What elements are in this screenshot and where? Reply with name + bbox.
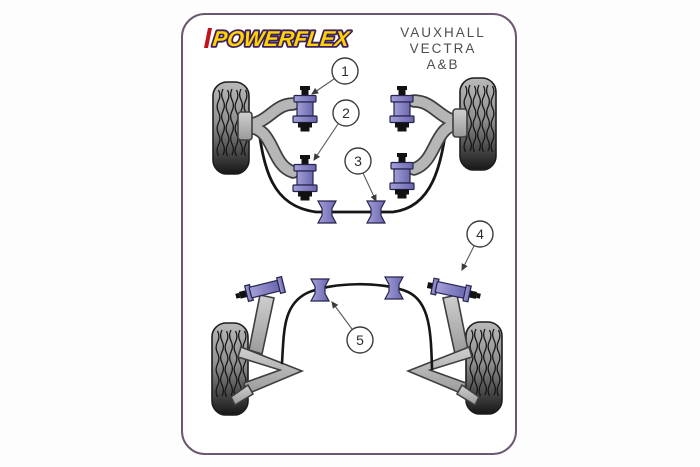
logo-red-accent [204, 28, 212, 48]
vehicle-line-1: VAUXHALL [400, 25, 486, 40]
rear-left-strut [248, 294, 275, 356]
callout-2-number: 2 [342, 105, 350, 121]
rear-left-bracket [237, 345, 305, 396]
front-left-hub [237, 111, 253, 141]
suspension-diagram: POWERFLEX VAUXHALL VECTRA A&B [204, 24, 503, 416]
front-right-control-arm [407, 94, 468, 176]
rear-anti-roll-bar [280, 282, 434, 371]
callout-1-leader [311, 78, 335, 95]
callout-5: 5 [346, 326, 374, 354]
vehicle-title: VAUXHALL VECTRA A&B [400, 25, 486, 72]
fitment-diagram-card: POWERFLEX VAUXHALL VECTRA A&B [181, 13, 517, 455]
callout-3-leader [362, 172, 377, 202]
rear-drop-link-left [235, 275, 287, 303]
callout-5-leader [331, 301, 353, 330]
callout-4: 4 [466, 220, 494, 248]
callout-5-number: 5 [356, 332, 364, 348]
rear-suspension-drawing [211, 275, 503, 416]
front-left-control-arm [237, 97, 300, 179]
front-arm-rear-bushing-right [389, 152, 415, 200]
callout-3: 3 [344, 147, 372, 175]
callout-4-leader [461, 245, 475, 271]
front-suspension-drawing [212, 77, 497, 224]
powerflex-logo: POWERFLEX [204, 24, 354, 53]
front-arm-rear-bushing-left [292, 154, 318, 202]
callout-1: 1 [331, 57, 359, 85]
rear-drop-link-right [426, 277, 481, 303]
vehicle-line-2: VECTRA [410, 41, 477, 56]
callout-2: 2 [332, 99, 360, 127]
rear-left-bracket-leg [229, 383, 255, 407]
logo-text: POWERFLEX [211, 26, 352, 51]
rear-right-bracket [405, 345, 473, 396]
front-anti-roll-bar [256, 121, 449, 214]
callout-4-number: 4 [476, 226, 484, 242]
callout-3-number: 3 [354, 153, 362, 169]
callout-2-leader [313, 123, 339, 161]
callout-1-number: 1 [341, 63, 349, 79]
vehicle-line-3: A&B [426, 57, 459, 72]
front-right-hub [452, 108, 468, 138]
rear-trailing-arm-left [229, 294, 305, 407]
callout-leaders [311, 78, 475, 330]
front-arm-front-bushing-right [389, 85, 415, 133]
rear-right-strut [442, 294, 469, 356]
rear-right-bracket-leg [455, 383, 481, 407]
